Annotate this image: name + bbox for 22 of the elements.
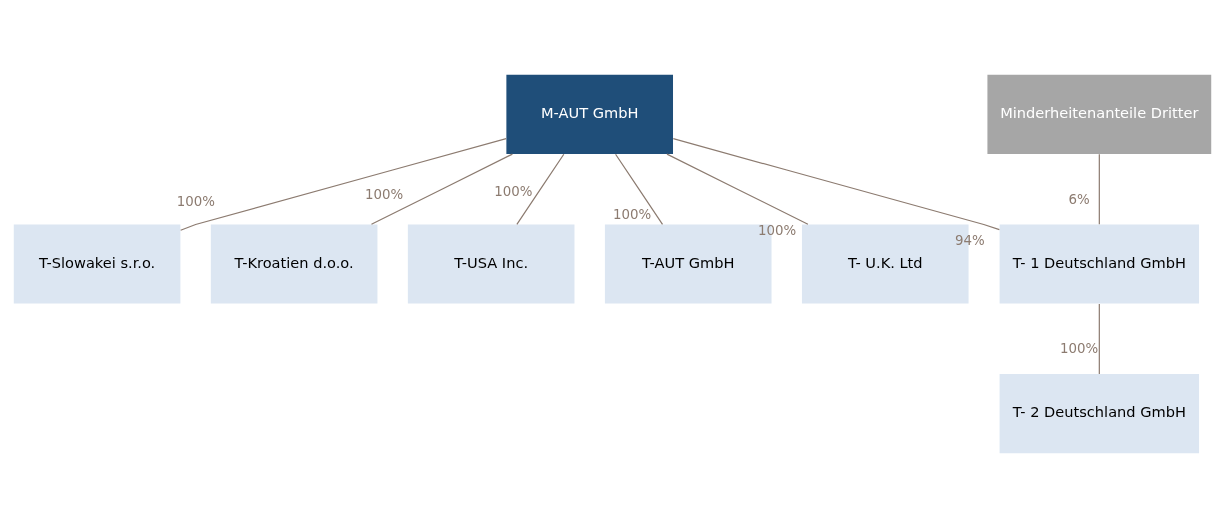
node-box: T- 2 Deutschland GmbH: [999, 374, 1200, 454]
edge-label: 6%: [1068, 191, 1090, 207]
connector: [672, 138, 1000, 231]
node-box: M-AUT GmbH: [506, 74, 673, 154]
edge-label: 100%: [176, 193, 215, 209]
connector: [1098, 153, 1100, 225]
node-box: T-Kroatien d.o.o.: [210, 224, 378, 304]
node-box: T-USA Inc.: [407, 224, 575, 304]
edge-label: 100%: [494, 184, 533, 200]
connector: [180, 138, 507, 231]
connector: [614, 153, 664, 225]
connector: [370, 153, 514, 225]
edge-label: 94%: [955, 232, 985, 248]
connector: [1098, 303, 1100, 375]
edge-label: 100%: [1059, 341, 1099, 357]
connector: [516, 153, 565, 225]
node-box: T-Slowakei s.r.o.: [13, 224, 181, 304]
node-box: Minderheitenanteile Dritter: [987, 74, 1212, 154]
edge-label: 100%: [613, 206, 652, 222]
edge-label: 100%: [364, 186, 404, 202]
connector: [666, 153, 809, 225]
node-box: T- 1 Deutschland GmbH: [999, 224, 1200, 304]
